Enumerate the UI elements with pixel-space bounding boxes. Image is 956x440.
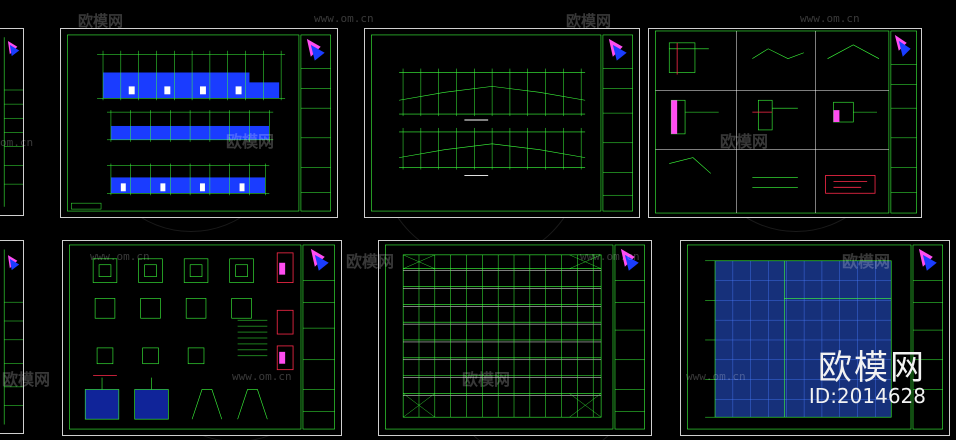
watermark-url: www.om.cn: [800, 12, 860, 25]
drawing-sheet-foundation: [62, 240, 342, 436]
drawing-sheet-roof-framing: [378, 240, 652, 436]
elevation-drawings: [67, 34, 331, 212]
brand-overlay-id: ID:2014628: [808, 384, 926, 408]
roof-panel-plan: [687, 244, 943, 430]
drawing-sheet-details: [648, 28, 922, 218]
drawing-sheet-sections: [364, 28, 640, 218]
drawing-sheet-roof-panels: [680, 240, 950, 436]
section-drawings: [371, 34, 633, 212]
roof-framing-plan: [385, 244, 645, 430]
title-block-strip: [3, 37, 23, 207]
title-block-strip: [3, 249, 23, 425]
drawing-sheet-left-top: [0, 28, 24, 216]
watermark-url: www.om.cn: [314, 12, 374, 25]
drawing-sheet-left-bottom: [0, 240, 24, 434]
foundation-details: [69, 244, 335, 430]
drawing-sheet-elevations: [60, 28, 338, 218]
detail-drawings: [655, 30, 917, 214]
brand-overlay-title: 欧模网: [818, 348, 926, 388]
